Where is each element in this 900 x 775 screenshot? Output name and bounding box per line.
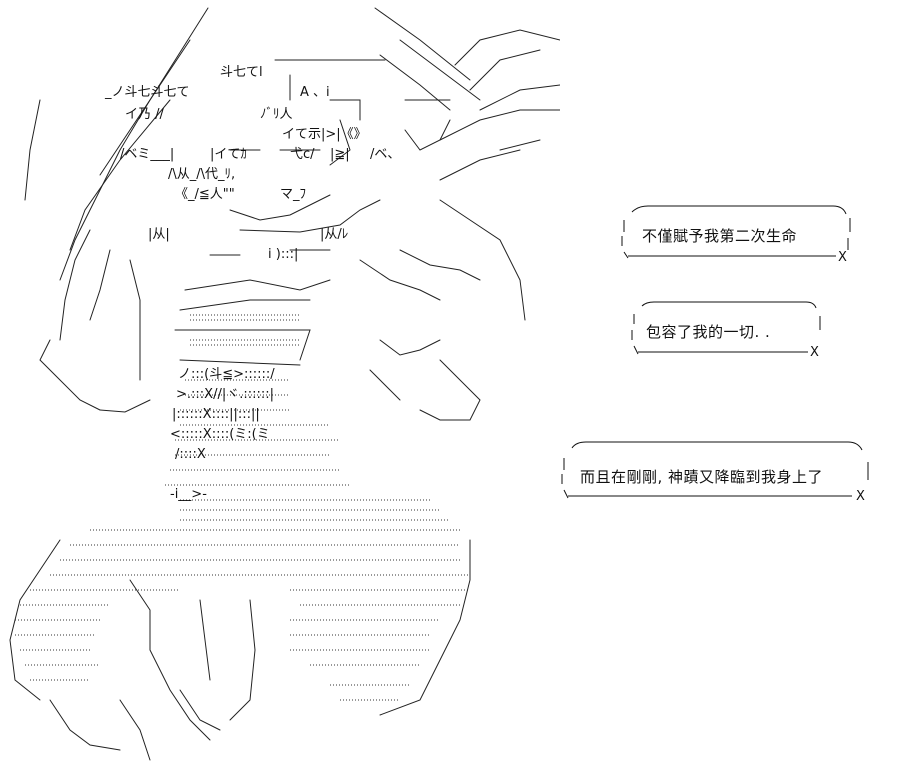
bubble-text: 而且在剛剛, 神蹟又降臨到我身上了	[580, 468, 824, 486]
art-label: ﾉﾞﾘ人	[260, 107, 293, 122]
art-label: |::::::X::::||:::||	[172, 407, 260, 422]
art-label: A 、i	[300, 85, 330, 100]
speech-bubble: X 不僅賦予我第二次生命	[618, 205, 856, 268]
bubble-tail-glyph: X	[810, 345, 819, 360]
art-label: マ_ﾌ	[280, 187, 306, 202]
art-label: /\从_/\代_ﾘ,	[168, 167, 235, 182]
art-label: 斗七てl	[220, 65, 263, 80]
bubble-text: 不僅賦予我第二次生命	[642, 227, 798, 245]
speech-bubble-outline: X	[621, 205, 851, 265]
speech-bubble: X 而且在剛剛, 神蹟又降臨到我身上了	[556, 440, 876, 504]
art-label: /ベミ___|	[120, 147, 174, 162]
art-label: |≧|	[330, 147, 350, 162]
speech-bubble-outline: X	[631, 301, 821, 360]
ascii-art-figure: 斗七てl _ノ斗七斗七て A 、i イ乃 // ﾉﾞﾘ人 イて示|>|《》 /ベ…	[9, 7, 560, 761]
art-label: ノ:::(斗≦>::::::/	[178, 367, 275, 382]
bubble-text: 包容了我的一切. .	[646, 323, 771, 341]
bubble-tail-glyph: X	[856, 489, 865, 504]
art-label: /ベ、	[370, 147, 400, 162]
art-label: イて示|>|《》	[282, 127, 367, 142]
bubble-tail-glyph: X	[838, 250, 847, 265]
art-label: 《_/≦人""	[175, 187, 235, 202]
art-label: |从|	[148, 227, 170, 242]
art-label: 弋c/	[290, 147, 315, 162]
art-label: |从/ﾚ	[320, 227, 348, 242]
art-label: イ乃 //	[125, 107, 165, 122]
art-label: >.:::X//|ヾ.::::::|	[176, 387, 274, 402]
speech-bubble-outline: X	[561, 441, 869, 504]
art-label: _ノ斗七斗七て	[104, 85, 190, 100]
art-label: /::::X	[175, 447, 206, 462]
art-label: |イてｶ	[210, 147, 247, 162]
art-label: <:::::X::::(ミ:(ミ	[170, 427, 270, 442]
speech-bubble: X 包容了我的一切. .	[624, 300, 824, 362]
art-label: -i__>-	[170, 487, 207, 502]
art-label: i ):::|	[268, 247, 298, 262]
